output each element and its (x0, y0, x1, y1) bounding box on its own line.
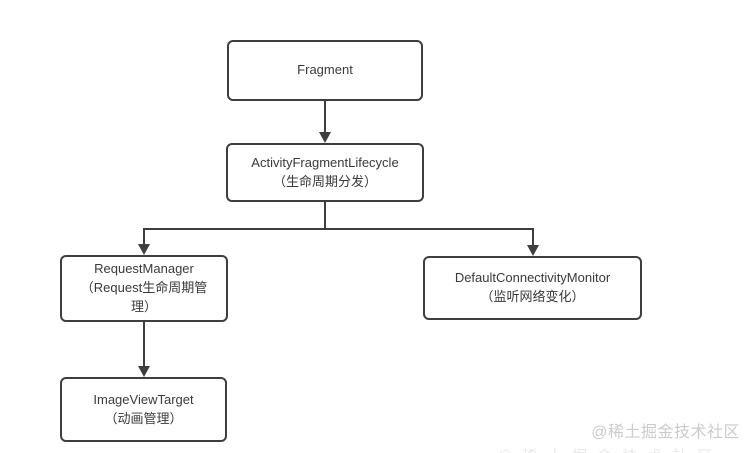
arrowhead-down-icon (527, 245, 539, 256)
watermark: @稀土掘金技术社区 (591, 424, 740, 441)
node-default-connectivity-monitor: DefaultConnectivityMonitor （监听网络变化） (423, 256, 642, 320)
node-default-connectivity-monitor-title: DefaultConnectivityMonitor (454, 270, 611, 286)
node-request-manager-title: RequestManager (94, 261, 194, 277)
connector-to-default-connectivity-monitor (532, 229, 534, 247)
node-activity-fragment-lifecycle-title: ActivityFragmentLifecycle (251, 154, 399, 170)
connector-lifecycle-stem (324, 202, 326, 229)
node-image-view-target-title: ImageViewTarget (93, 391, 194, 407)
node-fragment-title: Fragment (297, 62, 353, 78)
connector-request-manager-to-image-view-target (143, 322, 145, 368)
node-image-view-target-subtitle: （动画管理） (104, 410, 183, 426)
arrowhead-down-icon (138, 244, 150, 255)
arrowhead-down-icon (138, 366, 150, 377)
arrowhead-down-icon (319, 132, 331, 143)
node-activity-fragment-lifecycle-subtitle: （生命周期分发） (272, 173, 377, 189)
connector-branch-horizontal (143, 228, 534, 230)
node-image-view-target: ImageViewTarget （动画管理） (60, 377, 227, 442)
node-request-manager-subtitle: （Request生命周期管理） (80, 280, 208, 314)
node-default-connectivity-monitor-subtitle: （监听网络变化） (480, 289, 585, 304)
node-activity-fragment-lifecycle: ActivityFragmentLifecycle （生命周期分发） (226, 143, 424, 202)
node-fragment: Fragment (227, 40, 423, 101)
connector-fragment-to-lifecycle (324, 101, 326, 134)
node-request-manager: RequestManager （Request生命周期管理） (60, 255, 228, 322)
watermark-faint-clipped: @稀土掘金技术社区 (497, 445, 722, 453)
connector-to-request-manager (143, 229, 145, 246)
